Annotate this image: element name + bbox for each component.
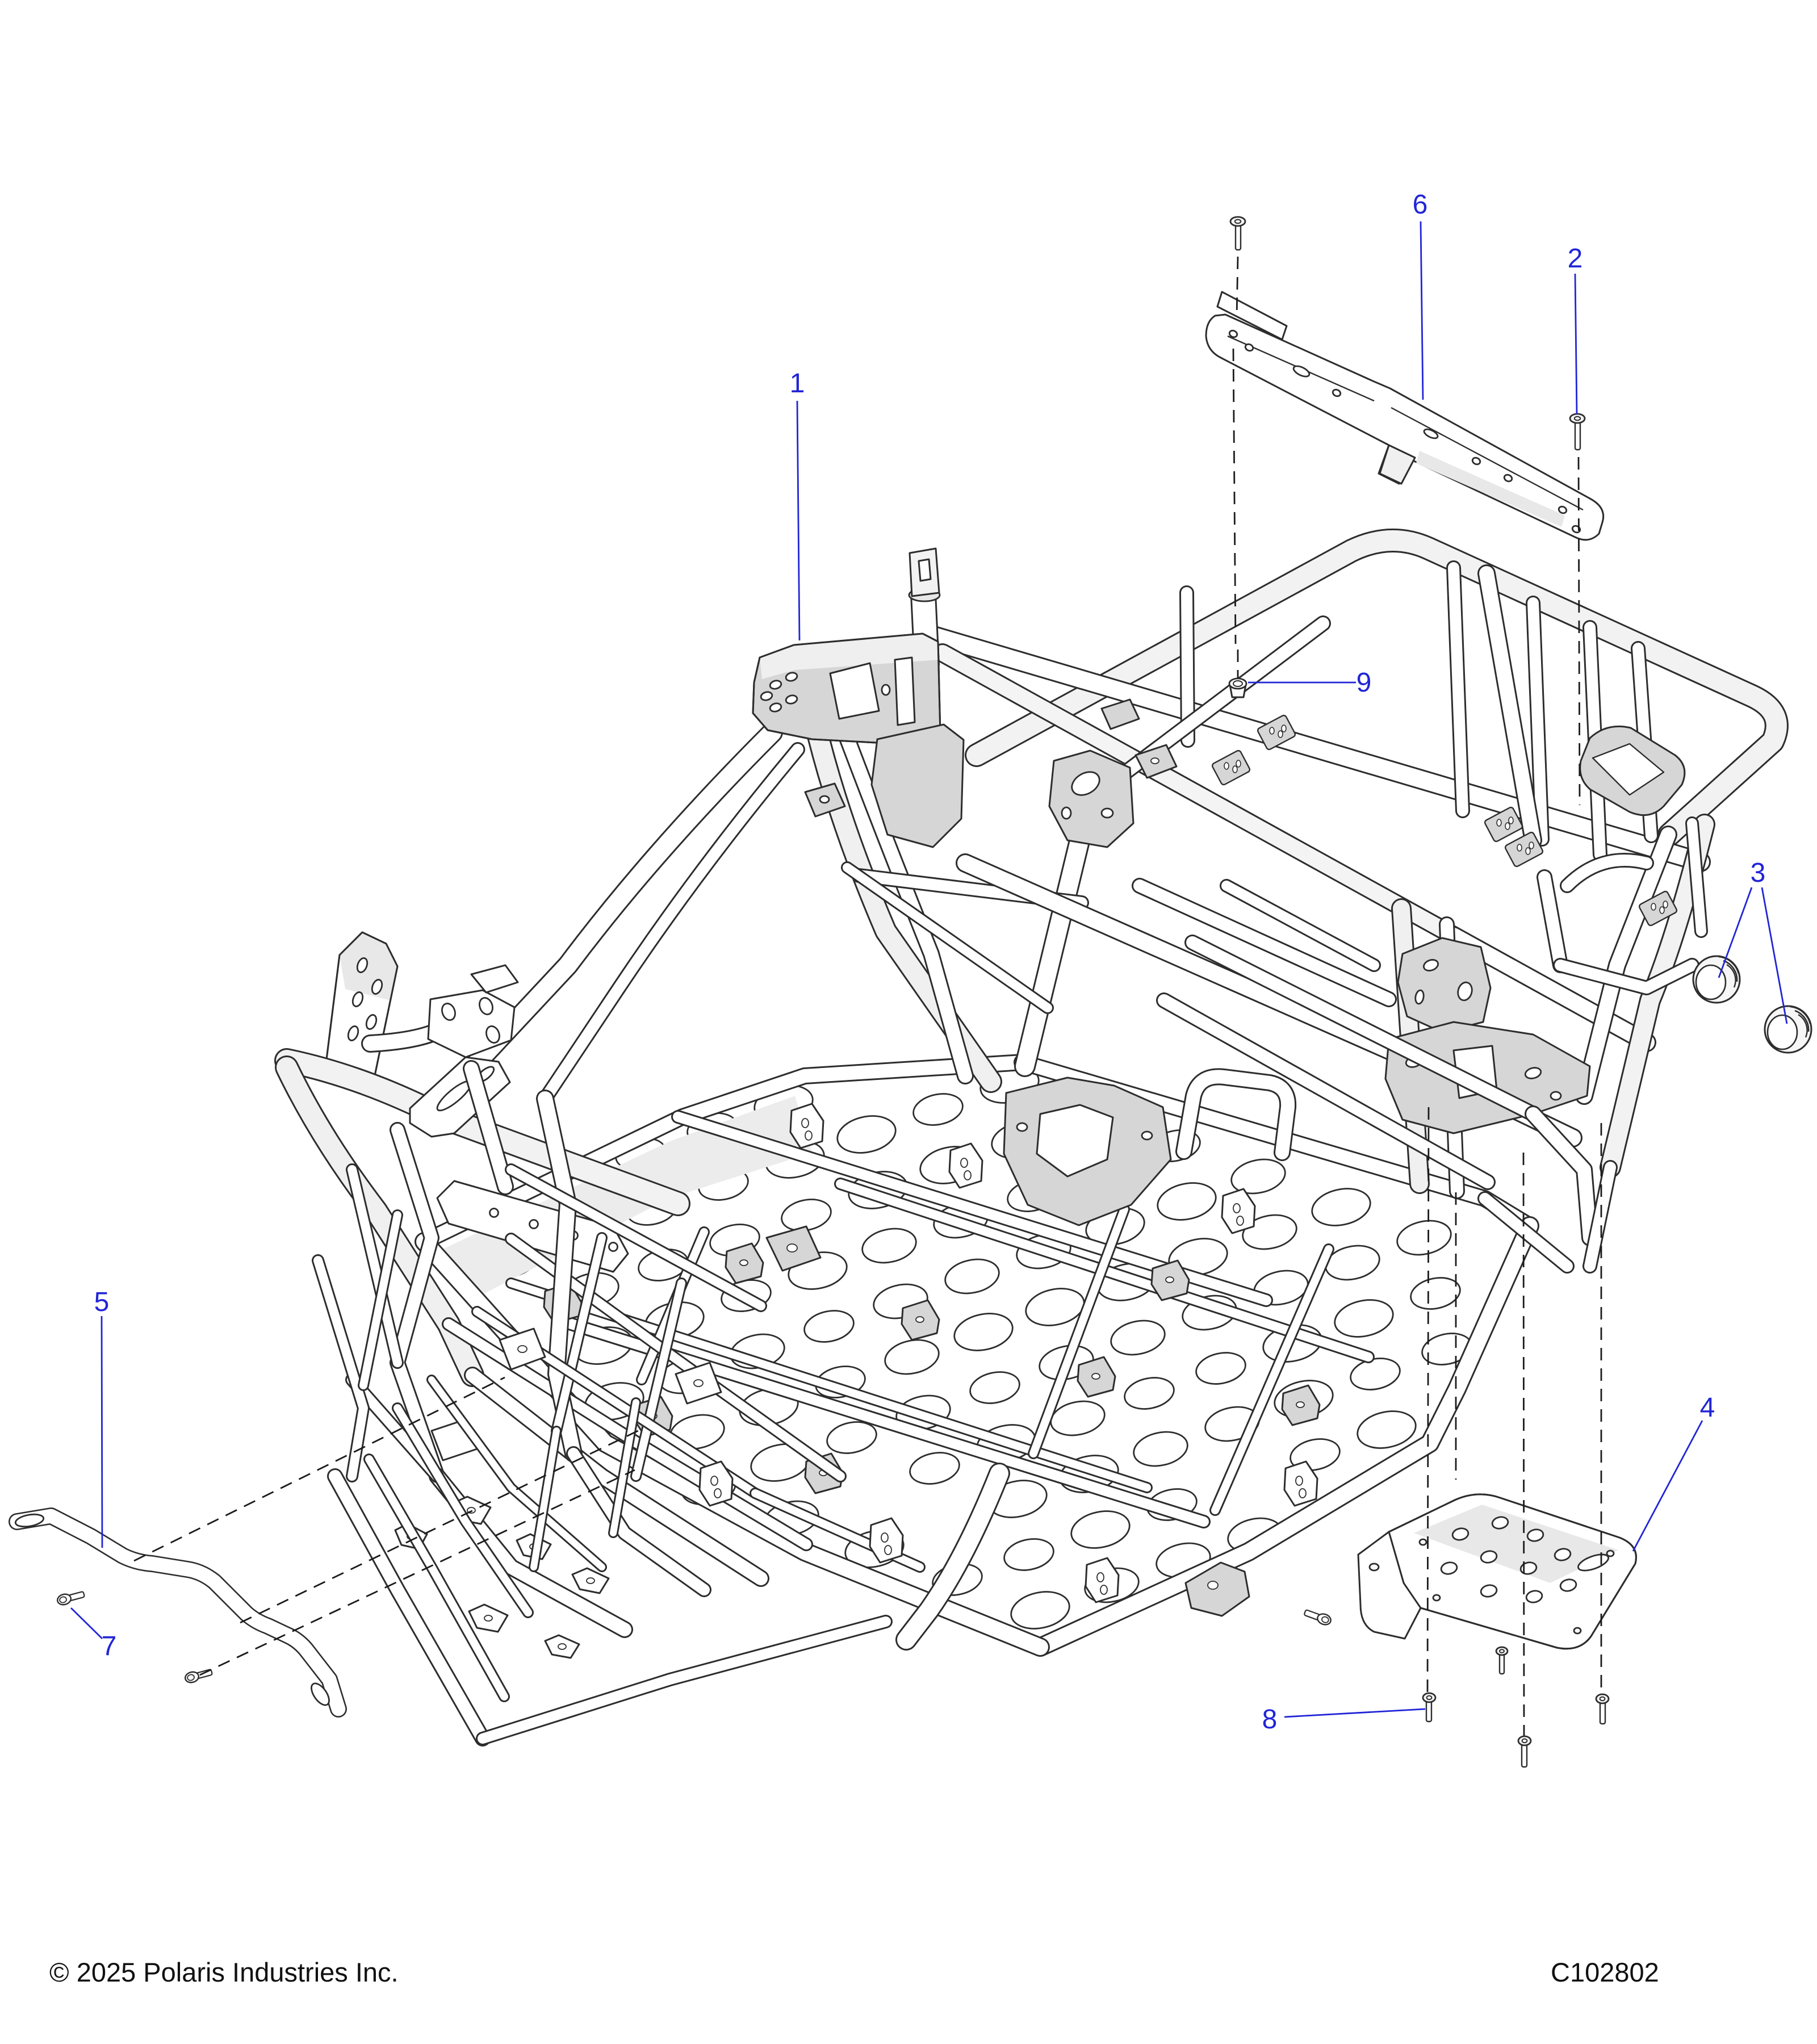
svg-text:9: 9 [1357,668,1372,698]
svg-text:7: 7 [102,1631,117,1661]
svg-text:1: 1 [790,368,805,399]
svg-text:8: 8 [1262,1704,1278,1735]
svg-text:© 2025 Polaris Industries Inc.: © 2025 Polaris Industries Inc. [49,1957,399,1987]
svg-text:2: 2 [1568,244,1583,274]
svg-text:3: 3 [1751,858,1766,888]
svg-text:4: 4 [1700,1393,1715,1423]
svg-text:C102802: C102802 [1551,1957,1659,1987]
svg-text:5: 5 [94,1287,110,1317]
svg-text:6: 6 [1413,190,1428,220]
